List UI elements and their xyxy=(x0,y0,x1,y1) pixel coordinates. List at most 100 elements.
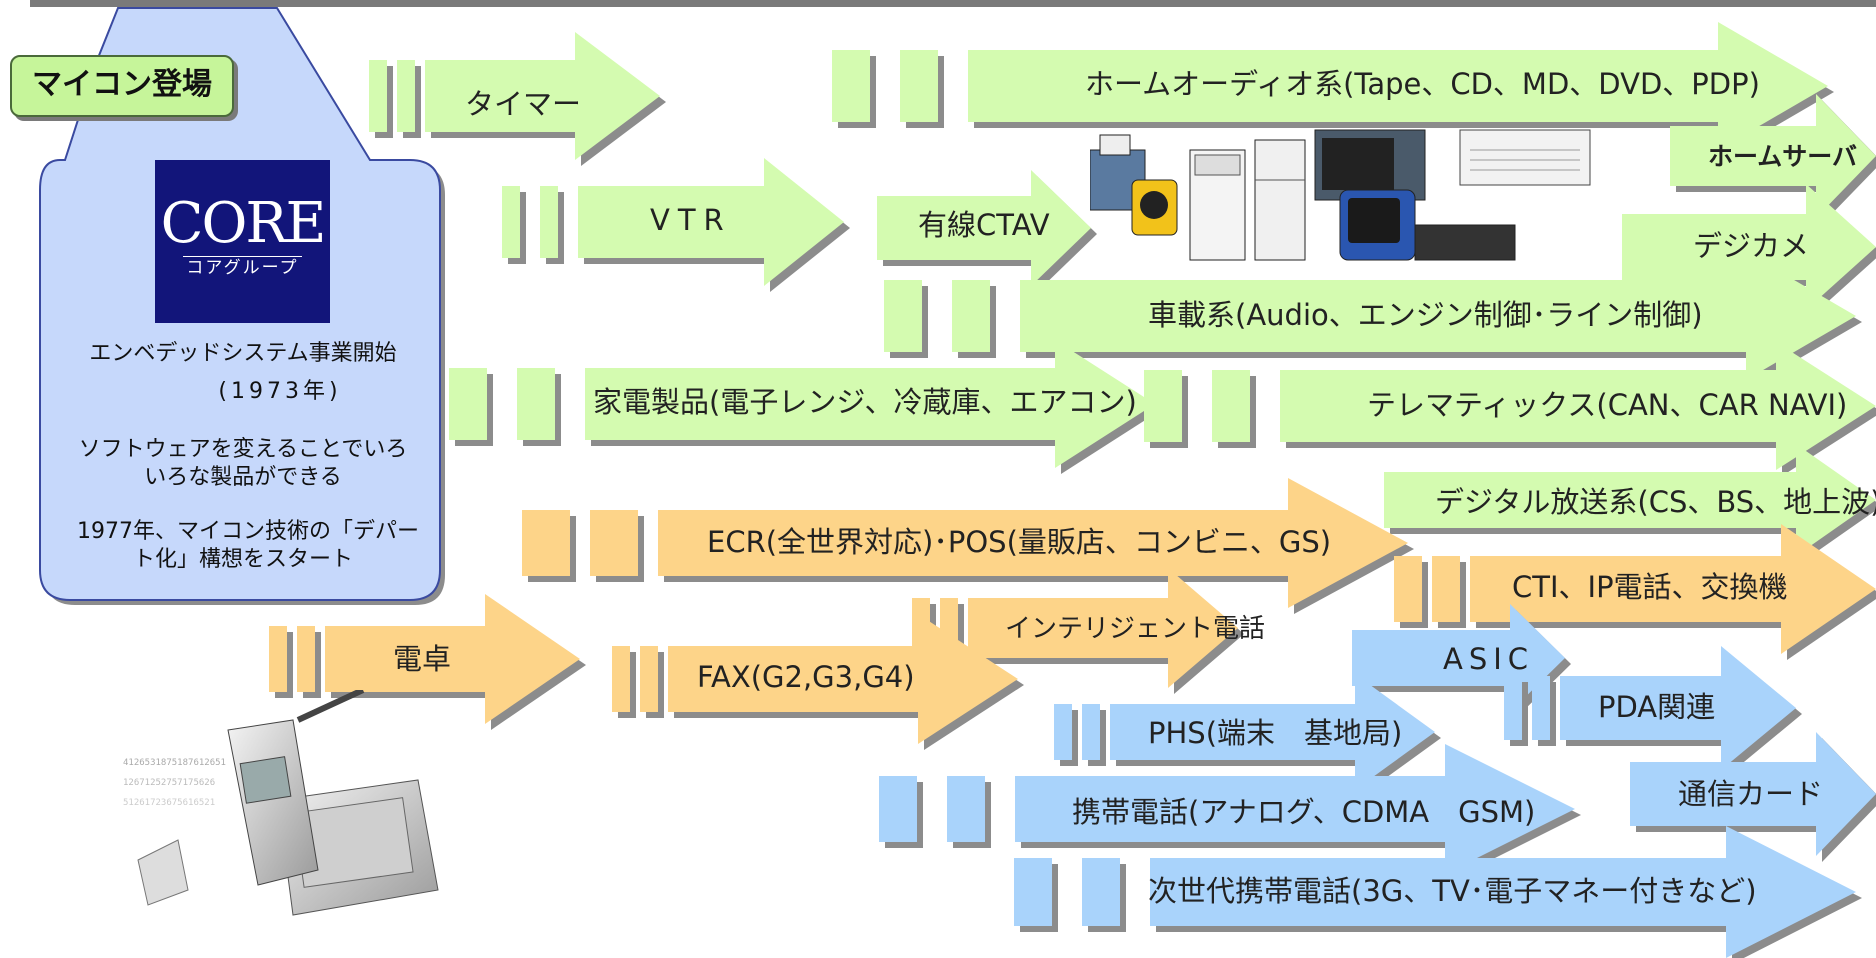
arrow-pda-tick-shadow xyxy=(1538,682,1556,746)
arrow-pda-tick xyxy=(1504,676,1522,740)
arrow-automotive-tick-shadow xyxy=(958,286,996,358)
arrow-pda-tick xyxy=(1532,676,1550,740)
arrow-home-server-tick xyxy=(1670,126,1688,186)
label-digital-broadcast: デジタル放送系(CS、BS、地上波) xyxy=(1435,485,1876,519)
arrow-home-audio-tick-shadow xyxy=(906,56,944,128)
label-appliances: 家電製品(電子レンジ、冷蔵庫、エアコン) xyxy=(593,385,1137,419)
arrow-home-audio-tick xyxy=(900,50,938,122)
arrow-next-gen-mobile-tick xyxy=(1082,858,1120,926)
arrow-asic-tick-shadow xyxy=(1358,636,1376,692)
core-group-logo: CORE コアグループ xyxy=(155,160,330,323)
arrow-calculator-tick-shadow xyxy=(303,632,321,698)
label-home-audio: ホームオーディオ系(Tape、CD、MD、DVD、PDP) xyxy=(1085,67,1760,101)
arrow-automotive-tick xyxy=(884,280,922,352)
arrow-cti-tick-shadow xyxy=(1438,562,1466,628)
arrow-timer-tick xyxy=(397,60,415,132)
arrow-mobile-phone-tick xyxy=(947,776,985,842)
arrow-vtr-tick xyxy=(540,186,558,258)
company-desc-1: エンベデッドシステム事業開始 xyxy=(89,341,397,366)
arrow-appliances-tick xyxy=(449,368,487,440)
label-next-gen-mobile: 次世代携帯電話(3G、TV･電子マネー付きなど) xyxy=(1148,874,1757,908)
arrow-phs-tick-shadow xyxy=(1088,710,1106,766)
arrow-mobile-phone-tick-shadow xyxy=(885,782,923,848)
arrow-ecr-pos-tick xyxy=(590,510,638,576)
arrow-cti-tick xyxy=(1394,556,1422,622)
label-timer: タイマー xyxy=(465,87,582,121)
arrow-fax-tick-shadow xyxy=(646,652,664,718)
arrow-ecr-pos-tick-shadow xyxy=(596,516,644,582)
company-desc-5: 1977年、マイコン技術の「デパー xyxy=(77,519,419,544)
arrow-asic-tick xyxy=(1352,630,1370,686)
company-desc-6: ト化」構想をスタート xyxy=(132,547,353,572)
mobile-devices-photo: 4126531875187612651 12671252757175626 51… xyxy=(118,690,448,958)
label-vtr: VTR xyxy=(650,203,732,237)
arrow-timer-tick-shadow xyxy=(375,66,393,138)
arrow-appliances-tick-shadow xyxy=(523,374,561,446)
arrow-cable-ctav-tick xyxy=(877,196,895,260)
arrow-telematics-tick xyxy=(1212,370,1250,442)
logo-main-text: CORE xyxy=(160,191,327,256)
label-fax: FAX(G2,G3,G4) xyxy=(697,660,915,694)
arrow-intelligent-phone-tick-shadow xyxy=(918,604,936,664)
label-calculator: 電卓 xyxy=(393,642,452,676)
arrow-ecr-pos-tick xyxy=(522,510,570,576)
arrow-calculator-tick xyxy=(269,626,287,692)
arrow-intelligent-phone-tick xyxy=(912,598,930,658)
arrow-digital-broadcast-tick xyxy=(1384,472,1412,528)
arrow-mobile-phone-tick-shadow xyxy=(953,782,991,848)
arrow-appliances-tick xyxy=(517,368,555,440)
arrow-mobile-phone-tick xyxy=(879,776,917,842)
label-asic: ASIC xyxy=(1443,642,1535,676)
svg-text:4126531875187612651: 4126531875187612651 xyxy=(123,758,226,768)
logo-sub-text: コアグループ xyxy=(186,258,299,278)
label-pda: PDA関連 xyxy=(1598,690,1716,724)
label-automotive: 車載系(Audio、エンジン制御･ライン制御) xyxy=(1148,298,1703,332)
company-desc-4: いろな製品ができる xyxy=(144,465,342,490)
arrow-comm-card-tick xyxy=(1630,762,1648,826)
arrow-automotive-tick xyxy=(952,280,990,352)
logo-divider xyxy=(183,256,302,257)
arrow-fax-tick-shadow xyxy=(618,652,636,718)
label-comm-card: 通信カード xyxy=(1678,777,1824,811)
arrow-fax-tick xyxy=(612,646,630,712)
label-cable-ctav: 有線CTAV xyxy=(918,208,1050,242)
arrow-vtr-tick-shadow xyxy=(546,192,564,264)
arrow-timer-tick xyxy=(369,60,387,132)
arrow-calculator-tick xyxy=(297,626,315,692)
arrow-ecr-pos-tick-shadow xyxy=(528,516,576,582)
arrow-telematics-tick-shadow xyxy=(1150,376,1188,448)
arrow-automotive-tick-shadow xyxy=(890,286,928,358)
arrow-telematics-tick-shadow xyxy=(1218,376,1256,448)
arrow-cti-tick-shadow xyxy=(1400,562,1428,628)
arrow-cable-ctav-tick-shadow xyxy=(883,202,901,266)
arrow-phs-tick xyxy=(1054,704,1072,760)
company-desc-3: ソフトウェアを変えることでいろ xyxy=(78,437,408,462)
arrow-cti-tick xyxy=(1432,556,1460,622)
top-border xyxy=(30,0,1876,7)
arrow-pda-tick-shadow xyxy=(1510,682,1528,746)
arrow-phs-tick xyxy=(1082,704,1100,760)
label-intelligent-phone: インテリジェント電話 xyxy=(1005,614,1266,644)
arrow-home-audio-tick xyxy=(832,50,870,122)
arrow-home-audio-tick-shadow xyxy=(838,56,876,128)
svg-text:51261723675616521: 51261723675616521 xyxy=(123,798,215,808)
arrow-digital-broadcast-tick-shadow xyxy=(1390,478,1418,534)
company-desc-2: (1973年) xyxy=(218,379,342,404)
arrow-home-server-tick-shadow xyxy=(1676,132,1694,192)
arrow-phs-tick-shadow xyxy=(1060,710,1078,766)
arrow-vtr-tick-shadow xyxy=(508,192,526,264)
arrow-digital-camera-tick-shadow xyxy=(1628,220,1656,286)
arrow-next-gen-mobile-tick xyxy=(1014,858,1052,926)
label-phs: PHS(端末 基地局) xyxy=(1148,716,1403,750)
arrow-comm-card-tick-shadow xyxy=(1636,768,1654,832)
label-telematics: テレマティックス(CAN、CAR NAVI) xyxy=(1367,388,1848,422)
arrow-timer-tick-shadow xyxy=(403,66,421,138)
arrow-intelligent-phone-tick-shadow xyxy=(946,604,964,664)
arrow-intelligent-phone-tick xyxy=(940,598,958,658)
arrow-fax-tick xyxy=(640,646,658,712)
label-digital-camera: デジカメ xyxy=(1693,229,1810,263)
arrow-appliances-tick-shadow xyxy=(455,374,493,446)
arrow-calculator-tick-shadow xyxy=(275,632,293,698)
label-ecr-pos: ECR(全世界対応)･POS(量販店、コンビニ、GS) xyxy=(707,525,1332,559)
arrow-digital-camera-tick xyxy=(1622,214,1650,280)
